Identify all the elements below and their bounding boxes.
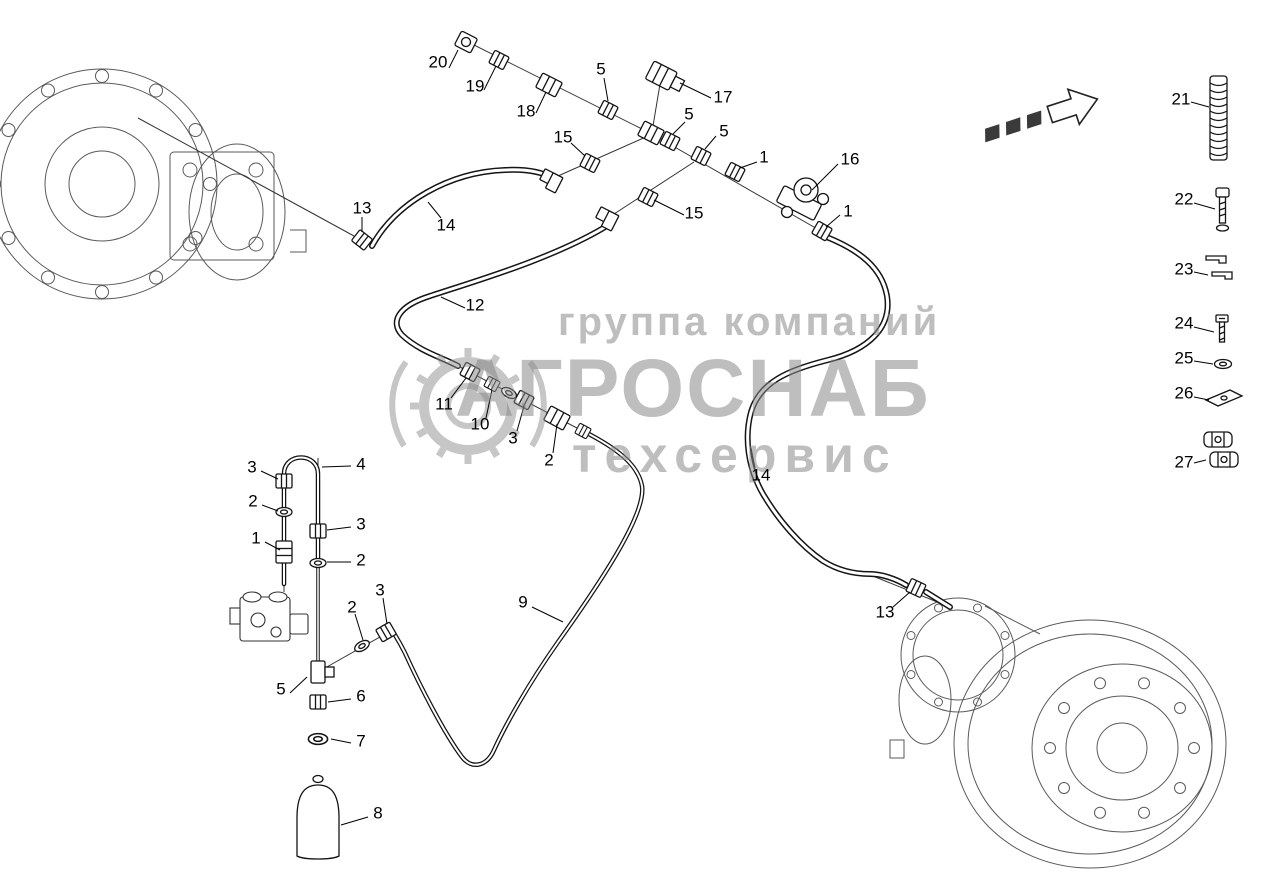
part-24-screw <box>1215 314 1229 343</box>
callout-20: 20 <box>428 52 448 72</box>
callout-13: 13 <box>875 602 895 622</box>
part-27-clamp-blocks <box>1203 431 1239 468</box>
callout-5: 5 <box>276 679 286 699</box>
fitting-15b <box>637 186 659 208</box>
pipe-9 <box>389 429 645 767</box>
callout-15: 15 <box>553 127 573 147</box>
part-21-spiral-wrap <box>1209 75 1228 161</box>
brake-valve <box>229 591 309 642</box>
callout-3: 3 <box>375 580 385 600</box>
part-25-washer <box>1213 358 1233 370</box>
fitting-3c <box>374 621 398 643</box>
washer-2-left <box>275 506 293 518</box>
direction-arrow-icon <box>985 87 1099 143</box>
fitting-5a <box>597 99 619 121</box>
callout-11: 11 <box>435 394 453 414</box>
callout-21: 21 <box>1171 89 1191 109</box>
callout-14: 14 <box>751 465 771 485</box>
callout-18: 18 <box>516 101 536 121</box>
axis-lines <box>137 37 953 669</box>
right-wheel-hub <box>889 597 1227 869</box>
callout-8: 8 <box>373 803 383 823</box>
callout-27: 27 <box>1174 452 1194 472</box>
callout-2: 2 <box>248 491 258 511</box>
fitting-13-right <box>905 577 927 599</box>
callout-15: 15 <box>684 203 704 223</box>
callout-23: 23 <box>1174 259 1194 279</box>
callout-1: 1 <box>759 147 769 167</box>
watermark-emblem-icon <box>389 348 547 464</box>
fitting-1a <box>724 161 746 183</box>
fitting-17 <box>645 60 686 93</box>
fitting-20 <box>454 30 478 54</box>
callout-22: 22 <box>1174 189 1194 209</box>
callout-2: 2 <box>347 597 357 617</box>
callout-17: 17 <box>713 87 733 107</box>
callout-9: 9 <box>518 592 528 612</box>
hose-14-left <box>369 166 555 249</box>
left-wheel-hub <box>0 68 307 300</box>
hose-14-right <box>744 233 953 610</box>
washer-2c <box>352 637 372 655</box>
callout-14: 14 <box>436 215 456 235</box>
callout-26: 26 <box>1174 383 1194 403</box>
fitting-3-left <box>275 473 293 489</box>
callout-1: 1 <box>843 201 853 221</box>
callout-2: 2 <box>356 550 366 570</box>
dust-cap-8 <box>296 774 340 860</box>
callout-12: 12 <box>465 295 485 315</box>
fitting-18 <box>534 72 564 98</box>
callout-3: 3 <box>247 457 257 477</box>
part-26-plate <box>1204 389 1244 407</box>
part-23-clamp <box>1205 255 1233 280</box>
callout-13: 13 <box>352 198 372 218</box>
washer-7 <box>307 732 329 746</box>
callout-5: 5 <box>684 104 694 124</box>
callout-3: 3 <box>356 514 366 534</box>
callout-1: 1 <box>251 528 261 548</box>
callout-19: 19 <box>465 76 485 96</box>
callout-2: 2 <box>544 450 554 470</box>
valve-16 <box>776 177 830 221</box>
loose-parts-column <box>1203 75 1244 468</box>
washer-2-right <box>309 557 327 569</box>
fitting-1-left <box>275 540 293 564</box>
callout-4: 4 <box>356 454 366 474</box>
callout-25: 25 <box>1174 348 1194 368</box>
callout-24: 24 <box>1174 313 1194 333</box>
callout-6: 6 <box>356 686 366 706</box>
elbow-fitting-b <box>592 206 620 232</box>
fitting-6 <box>309 694 327 710</box>
callout-5: 5 <box>719 121 729 141</box>
callout-7: 7 <box>356 731 366 751</box>
callout-5: 5 <box>596 59 606 79</box>
pipe-4 <box>281 455 321 664</box>
leader-lines <box>260 49 1216 826</box>
fittings <box>275 30 927 860</box>
fitting-3-right <box>309 523 327 539</box>
fitting-19 <box>488 49 510 71</box>
part-22-bolt <box>1215 187 1230 232</box>
callout-16: 16 <box>840 149 860 169</box>
fitting-15a <box>579 152 601 174</box>
hose-12 <box>393 221 613 369</box>
fitting-union <box>574 422 592 440</box>
fitting-5c <box>690 145 712 167</box>
callout-3: 3 <box>508 428 518 448</box>
tee-fitting-5 <box>310 660 335 684</box>
callout-10: 10 <box>470 414 490 434</box>
